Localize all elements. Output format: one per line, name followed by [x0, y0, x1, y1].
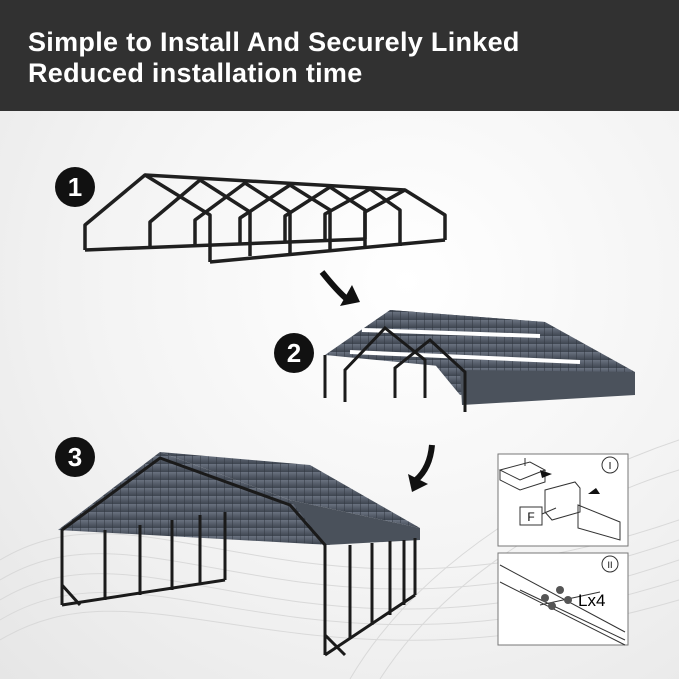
step-number-3: 3	[68, 442, 82, 472]
detail-panel-2: II Lx4	[497, 552, 629, 646]
step-number-2: 2	[287, 338, 301, 368]
step1-frame	[83, 173, 447, 264]
step-badge-1: 1	[55, 167, 95, 207]
subheadline: Reduced installation time	[28, 58, 363, 88]
step-badge-2: 2	[274, 333, 314, 373]
headline: Simple to Install And Securely Linked	[28, 27, 520, 57]
step-number-1: 1	[68, 172, 82, 202]
arrow-2-to-3	[408, 444, 435, 492]
step3-full-carport	[58, 452, 420, 657]
panel2-roman: II	[607, 560, 612, 570]
detail-panel-1: I F	[497, 453, 629, 547]
step-badge-3: 3	[55, 437, 95, 477]
step2-partial-roof	[323, 310, 635, 412]
header-banner: Simple to Install And Securely Linked Re…	[0, 0, 679, 111]
panel1-roman: I	[609, 461, 612, 472]
panel2-quantity: Lx4	[578, 591, 605, 610]
panel1-part-label: F	[527, 510, 534, 524]
arrow-1-to-2	[319, 270, 360, 306]
